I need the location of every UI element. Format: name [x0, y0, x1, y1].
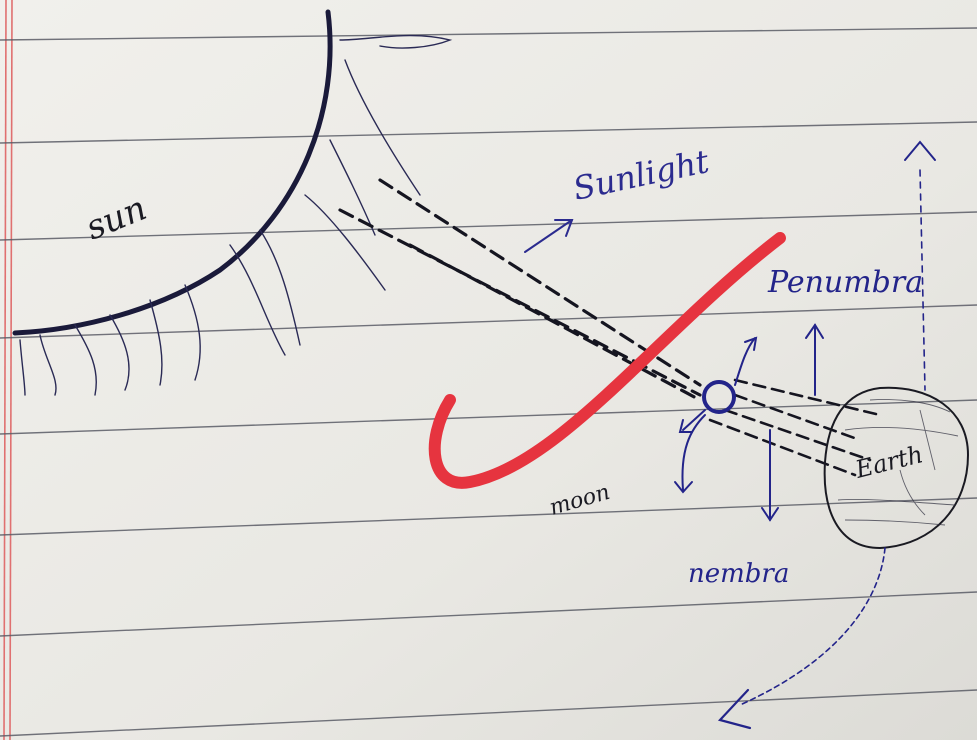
shadow-rays — [708, 378, 882, 477]
umbra-label: nembra — [688, 559, 789, 589]
moon-orbit-arrows — [674, 336, 758, 494]
umbra-arrow — [761, 429, 779, 522]
earth-body — [823, 386, 970, 550]
earth-texture — [837, 399, 959, 526]
penumbra-label: Penumbra — [767, 265, 923, 300]
teacher-check-mark — [428, 232, 786, 489]
sun-outline — [12, 9, 333, 336]
moon-body — [702, 380, 736, 414]
sun-flames — [19, 34, 453, 396]
margin-lines — [3, 0, 13, 740]
earth-orbit-path — [717, 140, 936, 730]
sunlight-arrow — [524, 219, 574, 253]
penumbra-arrow — [805, 323, 824, 396]
ruled-lines — [0, 27, 977, 737]
